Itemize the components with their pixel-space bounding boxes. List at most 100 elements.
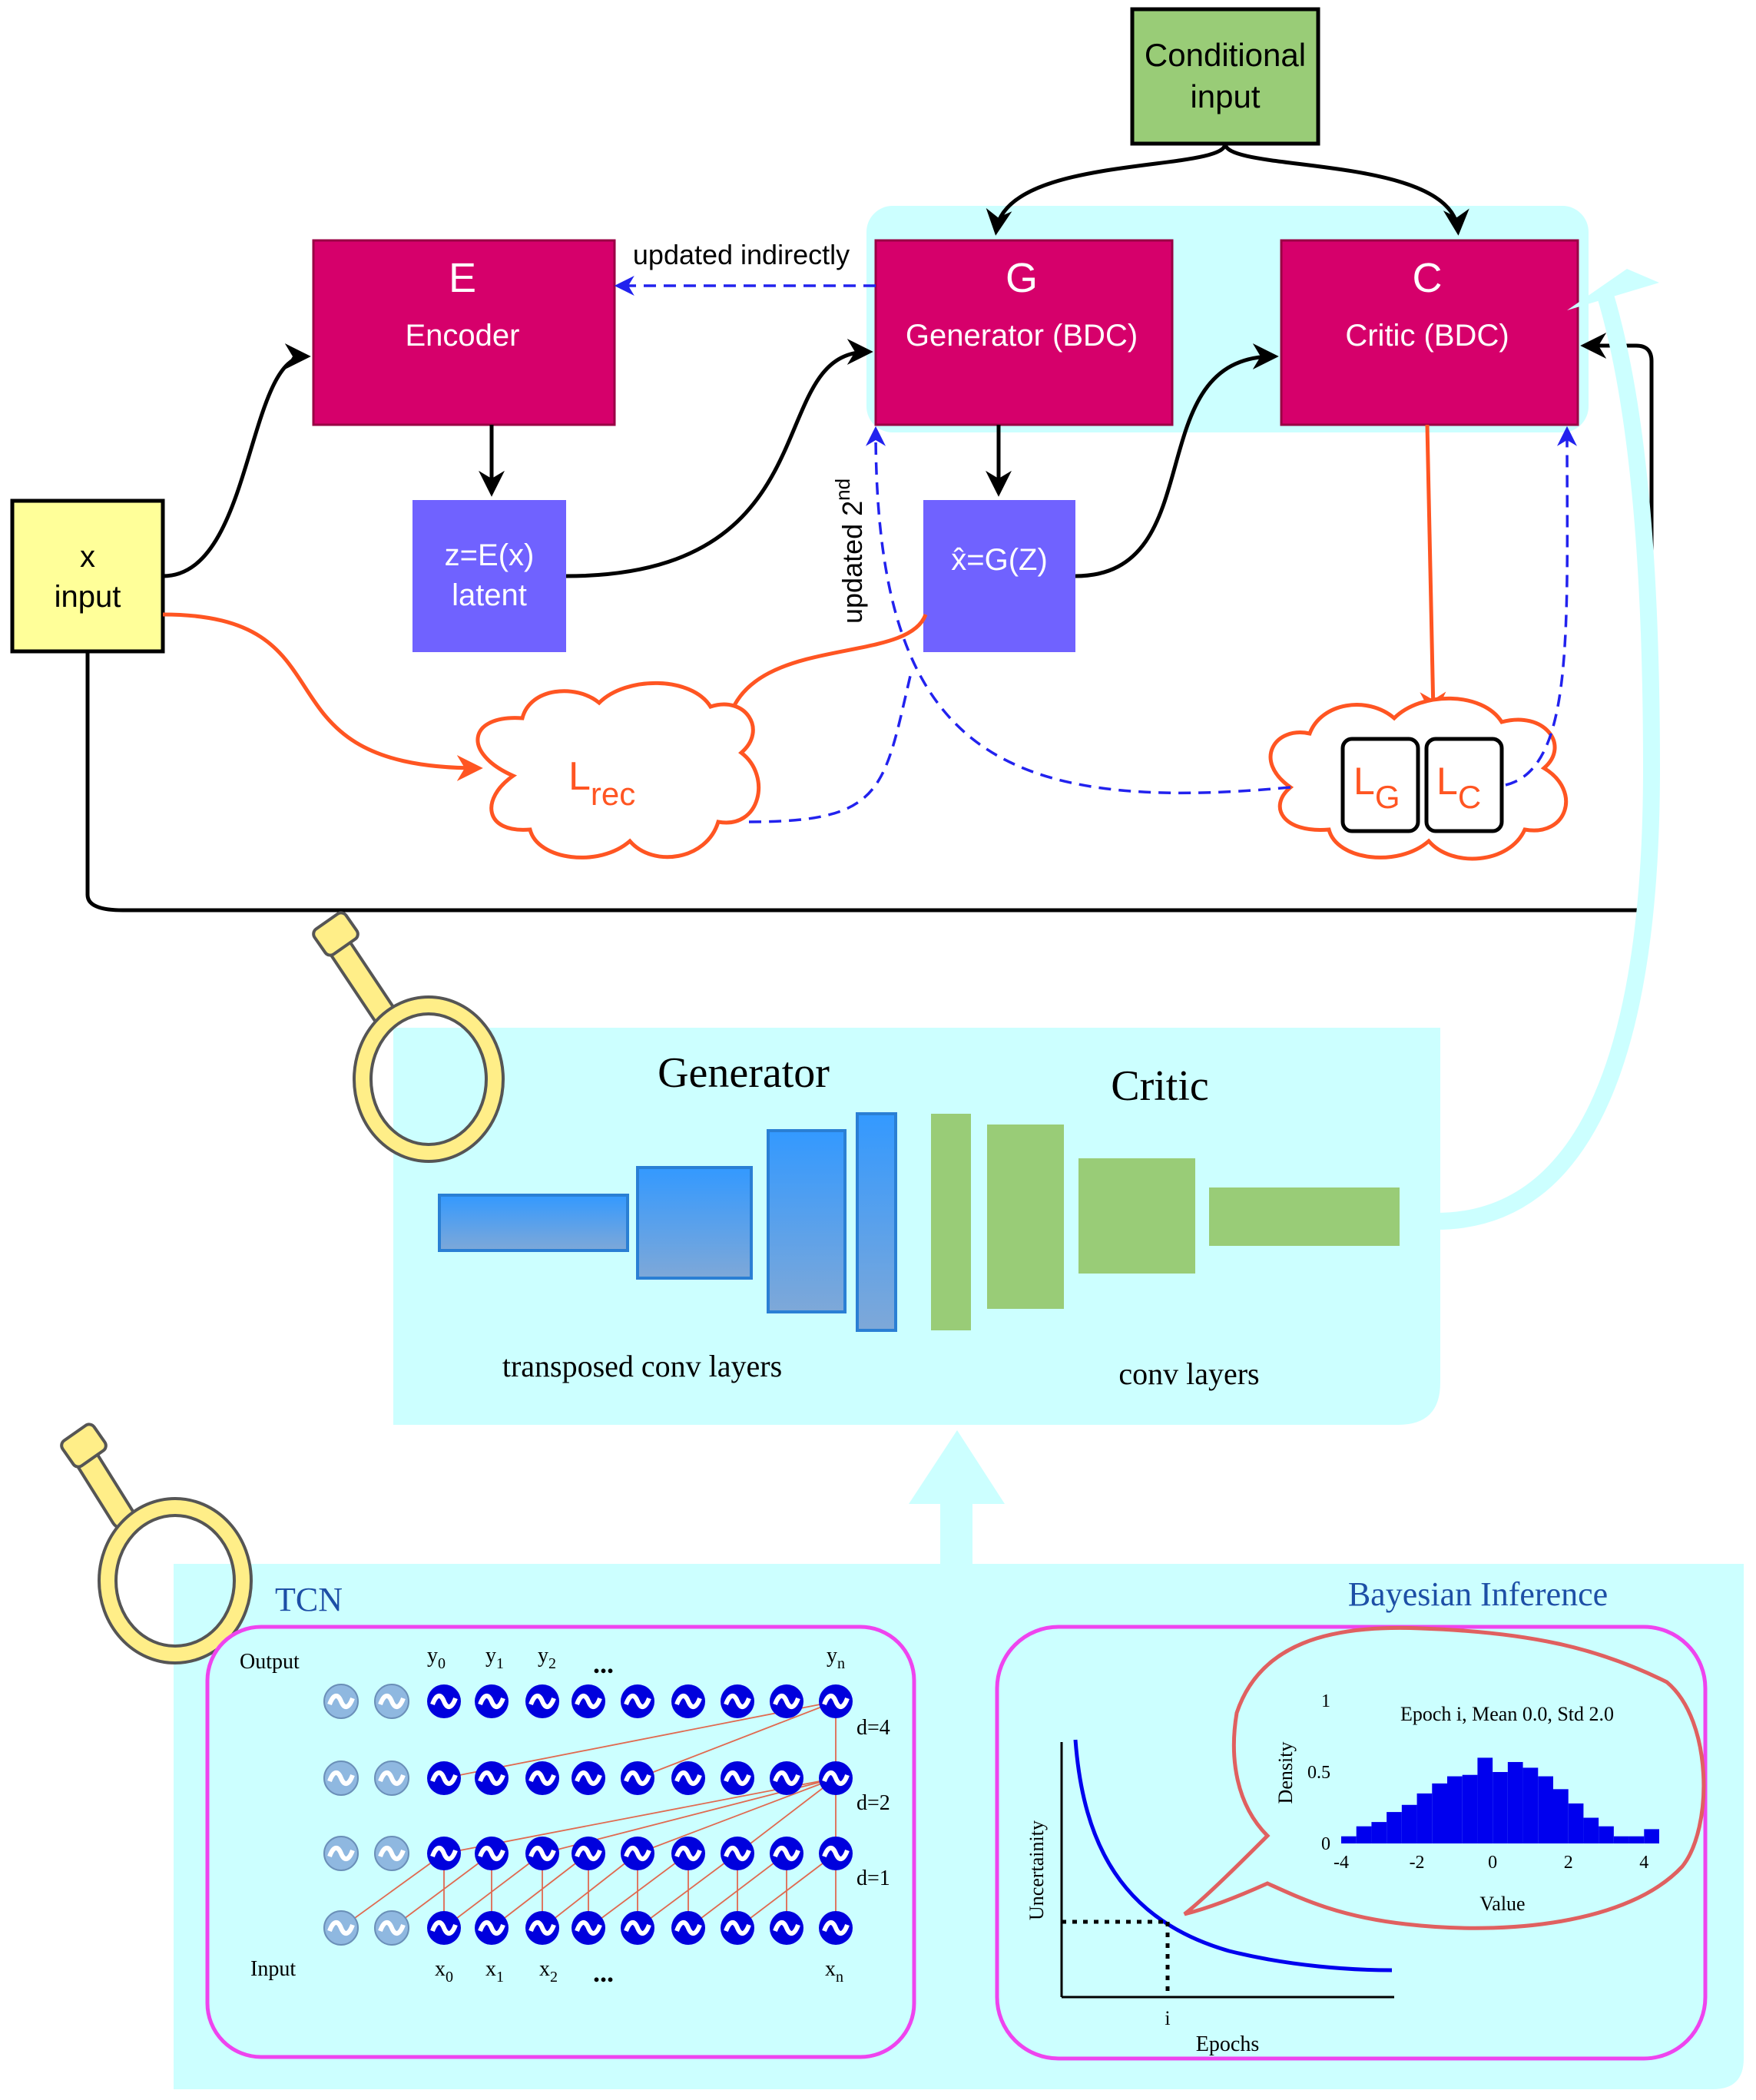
histogram-bar: [1507, 1761, 1523, 1843]
gen-layer-2: [636, 1166, 753, 1280]
lg-label: LG: [1353, 760, 1400, 815]
tcn-node: [475, 1761, 509, 1795]
tcn-input-label: Input: [250, 1957, 296, 1981]
uncertainty-plot: i Epochs Uncertainity: [1025, 1739, 1394, 2056]
tcn-edge-d2: [443, 1777, 837, 1854]
histogram-bar: [1416, 1793, 1433, 1843]
gan-architecture-panel: Generator Critic transposed conv layers …: [393, 269, 1661, 1425]
histogram-bar: [1568, 1803, 1584, 1843]
histogram-bars: [1341, 1757, 1659, 1843]
y-ellipsis: ...: [593, 1648, 614, 1679]
critic-layer-3: [1078, 1158, 1195, 1274]
histogram-xlabel: Value: [1479, 1893, 1525, 1915]
tcn-padding-node: [324, 1837, 358, 1870]
tcn-node: [572, 1761, 605, 1795]
x-input-line1: x: [80, 540, 95, 574]
tcn-node: [770, 1911, 803, 1945]
histogram-x-tick: -2: [1410, 1853, 1425, 1873]
tcn-node: [721, 1837, 754, 1870]
critic-caption: conv layers: [1118, 1356, 1259, 1391]
updated-indirectly-label: updated indirectly: [633, 239, 850, 270]
gen-layer-4: [856, 1112, 897, 1332]
tcn-node: [819, 1837, 853, 1870]
histogram-bar: [1613, 1836, 1629, 1843]
dilation-4-label: d=4: [856, 1716, 890, 1740]
x-input-line2: input: [55, 580, 121, 614]
critic-layer-4: [1209, 1187, 1400, 1246]
tcn-node: [770, 1684, 803, 1718]
tcn-node: [525, 1684, 559, 1718]
histogram-bar: [1538, 1776, 1553, 1843]
histogram-bar: [1583, 1817, 1599, 1843]
tcn-edge-d1: [491, 1853, 589, 1929]
critic-layer-2: [987, 1125, 1064, 1309]
dilation-1-label: d=1: [856, 1866, 890, 1890]
lg-box: [1340, 737, 1420, 833]
histogram-y-tick: 0.5: [1307, 1763, 1330, 1783]
lrec-update-link: [748, 675, 912, 823]
tcn-padding-node: [324, 1761, 358, 1795]
latent-line1: z=E(x): [445, 538, 535, 572]
critic-to-loss-arrow: [1420, 424, 1446, 718]
generator-node: G Generator (BDC): [874, 239, 1174, 426]
tcn-node: [721, 1911, 754, 1945]
tcn-node: [525, 1837, 559, 1870]
histogram-bar: [1599, 1826, 1614, 1843]
latent-to-generator-arrow: [565, 339, 873, 578]
encoder-letter: E: [449, 255, 476, 301]
tcn-node: [525, 1911, 559, 1945]
tcn-node: [427, 1684, 461, 1718]
tcn-node: [770, 1837, 803, 1870]
critic-layer-1: [931, 1114, 971, 1330]
histogram-y-tick: 0: [1321, 1834, 1330, 1854]
histogram-bar: [1356, 1826, 1372, 1843]
xhat-label: x̂=G(Z): [951, 543, 1048, 577]
tcn-edge-d1: [637, 1853, 738, 1929]
tcn-node: [819, 1684, 853, 1718]
gan-to-gc-arrow-shaft: [1436, 293, 1661, 1230]
histogram-bar: [1371, 1822, 1387, 1843]
tcn-padding-node: [375, 1911, 409, 1945]
x-to-lrec-arrow: [162, 612, 483, 781]
tcn-padding-node: [375, 1837, 409, 1870]
x-input-node: x input: [10, 499, 165, 654]
xhat-to-critic-arrow: [1075, 343, 1279, 578]
lrec-cloud: Lrec: [475, 681, 760, 860]
critic-node: C Critic (BDC): [1280, 239, 1579, 426]
y1-label: y1: [485, 1644, 504, 1672]
tcn-edge-d2: [637, 1777, 837, 1854]
tcn-node: [671, 1684, 705, 1718]
cond-to-critic-arrow: [1223, 143, 1469, 236]
histogram-bar: [1462, 1774, 1478, 1843]
histogram-x-tick: 4: [1639, 1853, 1648, 1873]
latent-line2: latent: [452, 578, 527, 612]
tcn-frame: [205, 1625, 916, 2059]
tcn-node: [819, 1761, 853, 1795]
x-ellipsis: ...: [593, 1957, 614, 1988]
histogram-x-tick: 0: [1488, 1853, 1497, 1873]
bottom-to-gan-arrow-shaft: [940, 1498, 972, 1567]
encoder-node: E Encoder: [312, 239, 616, 426]
tcn-node: [427, 1837, 461, 1870]
gan-to-gc-arrowhead: [1567, 269, 1659, 310]
yn-label: yn: [827, 1644, 845, 1672]
x-to-encoder-arrow: [162, 343, 311, 578]
x1-label: x1: [485, 1957, 504, 1986]
tcn-node: [572, 1684, 605, 1718]
tcn-node: [572, 1911, 605, 1945]
histogram-y-tick: 1: [1321, 1691, 1330, 1711]
histogram-bar: [1477, 1757, 1493, 1843]
tcn-node: [621, 1911, 654, 1945]
top-architecture: Conditional input E Encoder G Generator …: [10, 7, 1654, 913]
gan-panel-bg: [393, 1028, 1440, 1425]
gen-layer-1: [438, 1194, 629, 1252]
tcn-node: [671, 1837, 705, 1870]
histogram-ylabel: Density: [1274, 1742, 1297, 1804]
histogram-bar: [1387, 1812, 1402, 1843]
tcn-output-label: Output: [240, 1650, 300, 1674]
tcn-node: [621, 1684, 654, 1718]
uncertainty-ylabel: Uncertainity: [1025, 1820, 1048, 1920]
critic-letter: C: [1413, 255, 1443, 301]
gen-layer-3: [767, 1129, 847, 1313]
